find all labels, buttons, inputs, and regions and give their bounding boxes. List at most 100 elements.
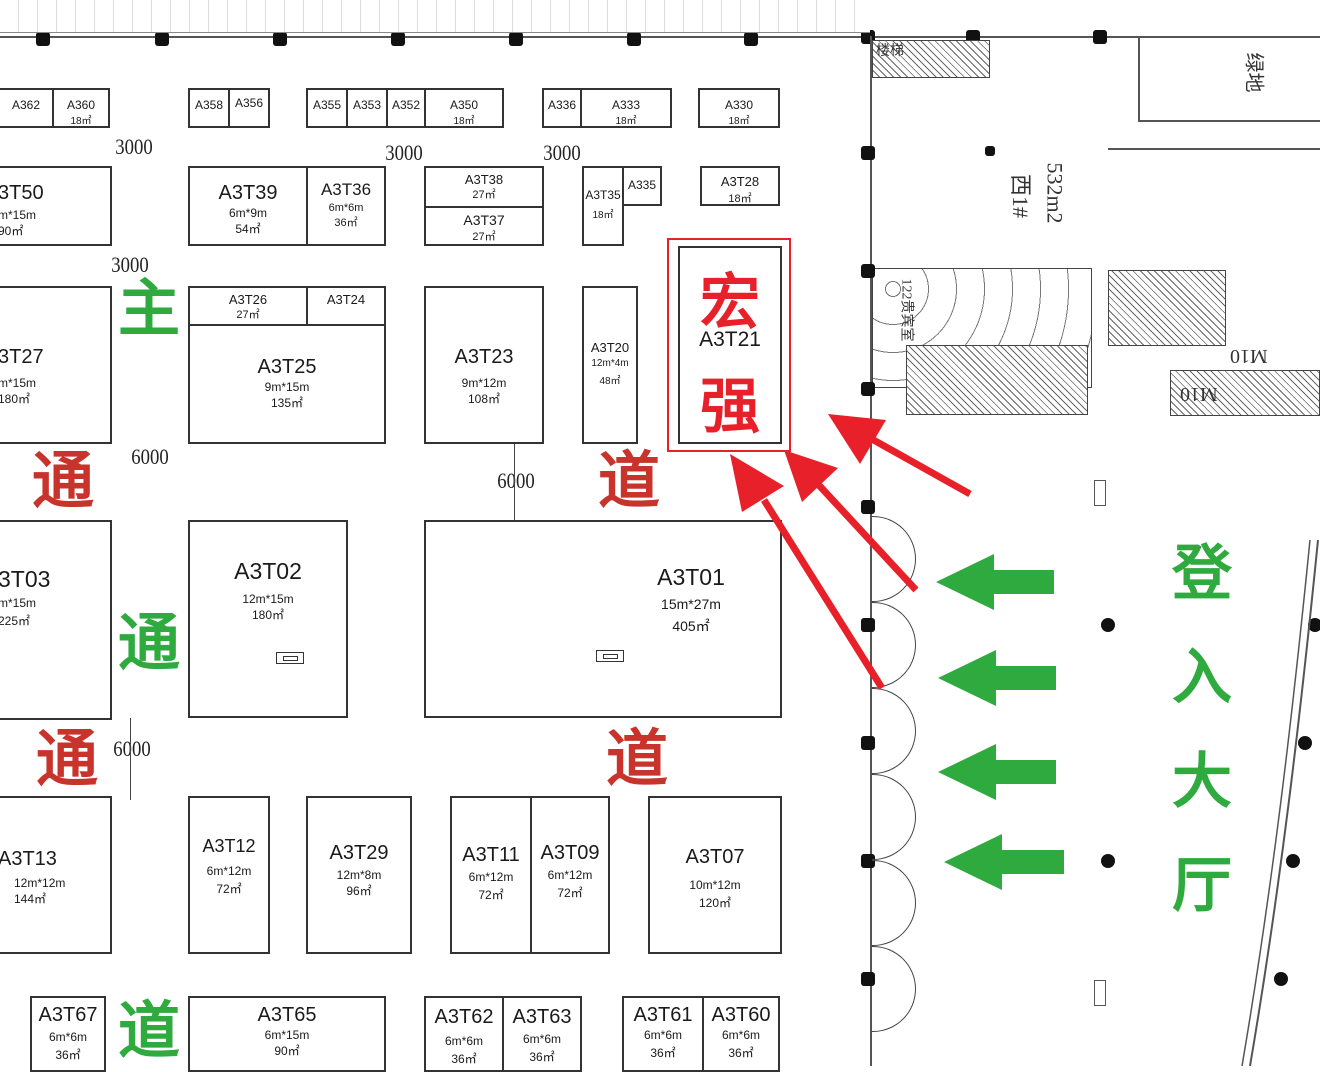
booth[interactable]: A3T12 6m*12m 72㎡ [188, 796, 270, 954]
dimension-label: 6000 [497, 468, 535, 493]
booth-small[interactable]: A352 [386, 88, 426, 128]
stairs-label: 楼梯 [876, 44, 904, 59]
booth[interactable]: A3T02 12m*15m 180㎡ [188, 520, 348, 718]
entrance-label-char: 大 [1172, 747, 1232, 817]
booth[interactable]: 3T03 m*15m 225㎡ [0, 520, 112, 720]
column [861, 736, 875, 750]
column [155, 32, 169, 46]
column [861, 500, 875, 514]
column [1093, 30, 1107, 44]
booth-small[interactable]: A330 18㎡ [698, 88, 780, 128]
column [861, 854, 875, 868]
west-hall-label: 西1# [1008, 173, 1034, 219]
hall-divider-wall [870, 36, 872, 1066]
booth[interactable]: A3T38 27㎡ [424, 166, 544, 208]
brand-char-top: 宏 [700, 268, 760, 338]
booth[interactable]: A3T65 6m*15m 90㎡ [188, 996, 386, 1072]
column [861, 618, 875, 632]
booth[interactable]: A3T11 6m*12m 72㎡ [450, 796, 532, 954]
booth[interactable]: A3T62 6m*6m 36㎡ [424, 996, 504, 1072]
booth[interactable]: A3T29 12m*8m 96㎡ [306, 796, 412, 954]
booth[interactable]: A3T36 6m*6m 36㎡ [306, 166, 386, 246]
column [1101, 854, 1115, 868]
corridor-hatch [906, 345, 1088, 415]
booth-small[interactable]: A355 [306, 88, 348, 128]
booth[interactable]: A3T67 6m*6m 36㎡ [30, 996, 106, 1072]
booth[interactable]: A3T01 15m*27m 405㎡ [424, 520, 782, 718]
green-area-bottom [1138, 120, 1320, 122]
booth[interactable]: A3T28 18㎡ [700, 166, 780, 206]
column [1298, 736, 1312, 750]
booth-small[interactable]: A358 [188, 88, 230, 128]
aisle-label: 主 [118, 272, 181, 345]
entrance-door [872, 688, 916, 774]
entrance-door [872, 774, 916, 860]
aisle-label: 道 [118, 994, 181, 1067]
booth[interactable]: 3T50 m*15m 90㎡ [0, 166, 112, 246]
booth[interactable]: A3T39 6m*9m 54㎡ [188, 166, 308, 246]
highlight-frame [667, 238, 791, 452]
booth[interactable]: A3T37 27㎡ [424, 206, 544, 246]
green-area-wall [1138, 36, 1140, 120]
dimension-line [130, 718, 131, 800]
column [861, 264, 875, 278]
booth[interactable]: A3T23 9m*12m 108㎡ [424, 286, 544, 444]
booth[interactable]: 3T27 m*15m 180㎡ [0, 286, 112, 444]
column [985, 146, 995, 156]
booth[interactable]: A3T35 18㎡ [582, 166, 624, 246]
column [1308, 618, 1320, 632]
socket-icon [276, 652, 304, 664]
column [1286, 854, 1300, 868]
west-hall-area: 532m2 [1042, 162, 1068, 224]
direction-arrows [730, 414, 972, 690]
booth-small[interactable]: A360 18㎡ [52, 88, 110, 128]
dimension-label: 6000 [113, 736, 151, 761]
stairs-area [872, 40, 990, 78]
green-label: 绿地 [1242, 52, 1265, 93]
booth-small[interactable]: A356 [228, 88, 270, 128]
booth-small[interactable]: A350 18㎡ [424, 88, 504, 128]
aisle-label: 通 [36, 722, 99, 795]
column [627, 32, 641, 46]
column [36, 32, 50, 46]
entry-arrows [936, 554, 1064, 890]
column [861, 146, 875, 160]
left-arrow-icon [936, 554, 1054, 610]
dimension-label: 3000 [115, 134, 153, 159]
dimension-label: 6000 [131, 444, 169, 469]
aisle-label: 通 [118, 606, 181, 679]
lobby-marker [1094, 480, 1106, 506]
booth[interactable]: A3T07 10m*12m 120㎡ [648, 796, 782, 954]
booth[interactable]: A3T63 6m*6m 36㎡ [502, 996, 582, 1072]
booth[interactable]: A3T60 6m*6m 36㎡ [702, 996, 780, 1072]
booth[interactable]: A3T20 12m*4m 48㎡ [582, 286, 638, 444]
red-arrow-icon [730, 454, 885, 690]
booth[interactable]: A335 [622, 166, 662, 206]
upper-room-wall [1108, 148, 1320, 150]
dimension-label: 3000 [111, 252, 149, 277]
entrance-door [872, 860, 916, 946]
entrance-label-char: 登 [1172, 539, 1232, 609]
highlighted-booth[interactable]: 宏 A3T21 强 [678, 246, 782, 444]
restroom-area [1108, 270, 1226, 346]
booth[interactable]: A3T24 [306, 286, 386, 326]
column [391, 32, 405, 46]
red-arrow-icon [784, 450, 919, 593]
booth[interactable]: A3T13 12m*12m 144㎡ [0, 796, 112, 954]
column [1274, 972, 1288, 986]
booth[interactable]: A3T61 6m*6m 36㎡ [622, 996, 704, 1072]
booth[interactable]: A3T26 27㎡ [188, 286, 308, 326]
wall-sign-2: M10 [1180, 383, 1218, 405]
booth-small[interactable]: A336 [542, 88, 582, 128]
aisle-label: 道 [606, 722, 669, 795]
left-arrow-icon [944, 834, 1064, 890]
booth[interactable]: A3T25 9m*15m 135㎡ [188, 324, 386, 444]
booth-small[interactable]: A362 [0, 88, 54, 128]
red-arrow-icon [828, 414, 972, 498]
booth-small[interactable]: A333 18㎡ [580, 88, 672, 128]
booth[interactable]: A3T09 6m*12m 72㎡ [530, 796, 610, 954]
left-arrow-icon [938, 650, 1056, 706]
booth-small[interactable]: A353 [346, 88, 388, 128]
booth-name: A3T21 [699, 328, 761, 351]
